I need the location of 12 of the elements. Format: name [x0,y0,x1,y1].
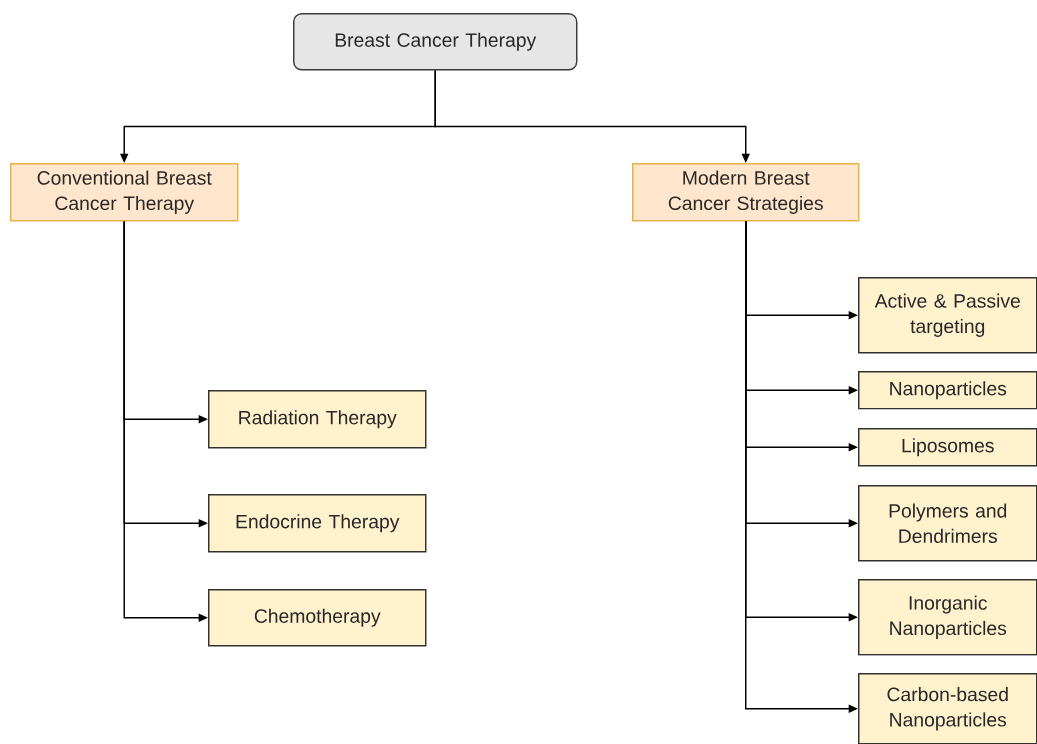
therapy-box: Chemotherapy [208,589,427,647]
category-box: Modern Breast Cancer Strategies [632,163,860,222]
root-box: Breast Cancer Therapy [293,13,578,71]
therapy-box: Active & Passive targeting [858,277,1037,354]
therapy-box: Endocrine Therapy [208,494,427,553]
therapy-box: Inorganic Nanoparticles [858,579,1037,656]
therapy-box: Radiation Therapy [208,390,427,449]
therapy-box: Carbon-based Nanoparticles [858,673,1037,744]
therapy-box: Polymers and Dendrimers [858,485,1037,562]
therapy-box: Liposomes [858,428,1037,467]
therapy-box: Nanoparticles [858,371,1037,410]
category-box: Conventional Breast Cancer Therapy [10,163,239,222]
